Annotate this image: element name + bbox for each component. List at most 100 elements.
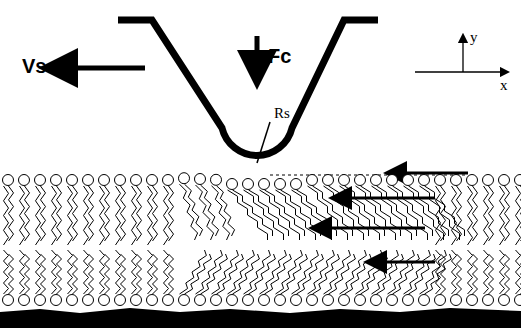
lipid-tail [265, 254, 292, 294]
lipid-head [419, 295, 430, 306]
lipid-head [467, 295, 478, 306]
lipid-tail [137, 186, 142, 241]
lipid-tail [132, 186, 137, 245]
x-axis [415, 71, 505, 72]
lipid-tail [505, 254, 510, 294]
lipid-tail [164, 250, 169, 294]
lipid-tail [489, 186, 494, 241]
lipid-tail [372, 250, 399, 294]
lipid-tail [137, 254, 142, 294]
lipid-tail [356, 250, 383, 294]
lipid-head [467, 175, 478, 186]
flow-arrow [395, 172, 468, 175]
lipid-tail [201, 185, 219, 236]
lipid-tail [308, 186, 348, 240]
lipid-head [403, 295, 414, 306]
lipid-tail [233, 254, 260, 294]
lipid-head [307, 295, 318, 306]
lipid-head [339, 175, 350, 186]
lipid-tail [265, 190, 305, 236]
lipid-head [19, 295, 30, 306]
lipid-head [147, 295, 158, 306]
lipid-head [147, 175, 158, 186]
lipid-tail [244, 250, 271, 294]
lipid-head [211, 174, 222, 185]
lipid-tail [260, 250, 287, 294]
lipid-tail [4, 186, 9, 245]
axis-label: x [500, 78, 508, 93]
lipid-head [499, 295, 510, 306]
lipid-tail [36, 186, 41, 245]
lipid-tail [132, 250, 137, 294]
lipid-tail [84, 250, 89, 294]
lipid-bilayer [3, 173, 521, 306]
lipid-tail [169, 186, 174, 241]
lipid-tail [116, 250, 121, 294]
lipid-tail [185, 254, 212, 294]
lipid-tail [121, 254, 126, 294]
force-arrow [255, 36, 260, 70]
lipid-tail [20, 250, 25, 294]
lipid-head [435, 175, 446, 186]
lipid-tail [121, 186, 126, 241]
lipid-head [179, 173, 190, 184]
lipid-head [451, 175, 462, 186]
lipid-tail [249, 254, 276, 294]
lipid-tail [100, 250, 105, 294]
lipid-tail [297, 254, 324, 294]
lipid-tail [228, 250, 255, 294]
lipid-tail [153, 186, 158, 241]
lipid-head [83, 295, 94, 306]
lipid-tail [441, 254, 446, 294]
lipid-head [483, 175, 494, 186]
lipid-head [35, 295, 46, 306]
lipid-tail [313, 254, 340, 294]
velocity-arrow [58, 66, 145, 71]
afm-tip [118, 20, 378, 156]
lipid-head [515, 175, 521, 186]
lipid-head [371, 295, 382, 306]
radius-line [257, 122, 270, 163]
lipid-tail [180, 250, 207, 294]
lipid-tail [212, 250, 239, 294]
lipid-head [291, 295, 302, 306]
lipid-head [291, 179, 302, 190]
lipid-tail [356, 186, 396, 240]
lipid-tail [377, 254, 404, 294]
lipid-tail [116, 186, 121, 245]
lipid-tail [73, 254, 78, 294]
lipid-tail [329, 254, 356, 294]
lipid-head [227, 179, 238, 190]
lipid-tail [500, 250, 505, 294]
lipid-head [163, 295, 174, 306]
lipid-tail [25, 186, 30, 241]
lipid-tail [233, 190, 273, 236]
lipid-tail [73, 186, 78, 241]
lipid-head [275, 295, 286, 306]
lipid-tail [436, 250, 441, 294]
lipid-head [259, 295, 270, 306]
lipid-head [499, 175, 510, 186]
lipid-head [243, 179, 254, 190]
lipid-head [323, 175, 334, 186]
lipid-tail [20, 186, 25, 245]
lipid-tail [180, 184, 198, 240]
lipid-tail [52, 250, 57, 294]
lipid-tail [68, 250, 73, 294]
lipid-tail [52, 186, 57, 245]
y-axis [462, 38, 463, 72]
lipid-head [371, 175, 382, 186]
force-label: Fc [268, 46, 291, 66]
lipid-tail [292, 250, 319, 294]
lipid-tail [468, 186, 473, 245]
lipid-tail [100, 186, 105, 245]
lipid-head [163, 175, 174, 186]
lipid-tail [436, 186, 441, 245]
lipid-head [435, 295, 446, 306]
lipid-tail [452, 250, 457, 294]
lipid-tail [244, 190, 284, 240]
lipid-head [387, 175, 398, 186]
lipid-tail [9, 186, 14, 241]
lipid-tail [185, 184, 203, 236]
